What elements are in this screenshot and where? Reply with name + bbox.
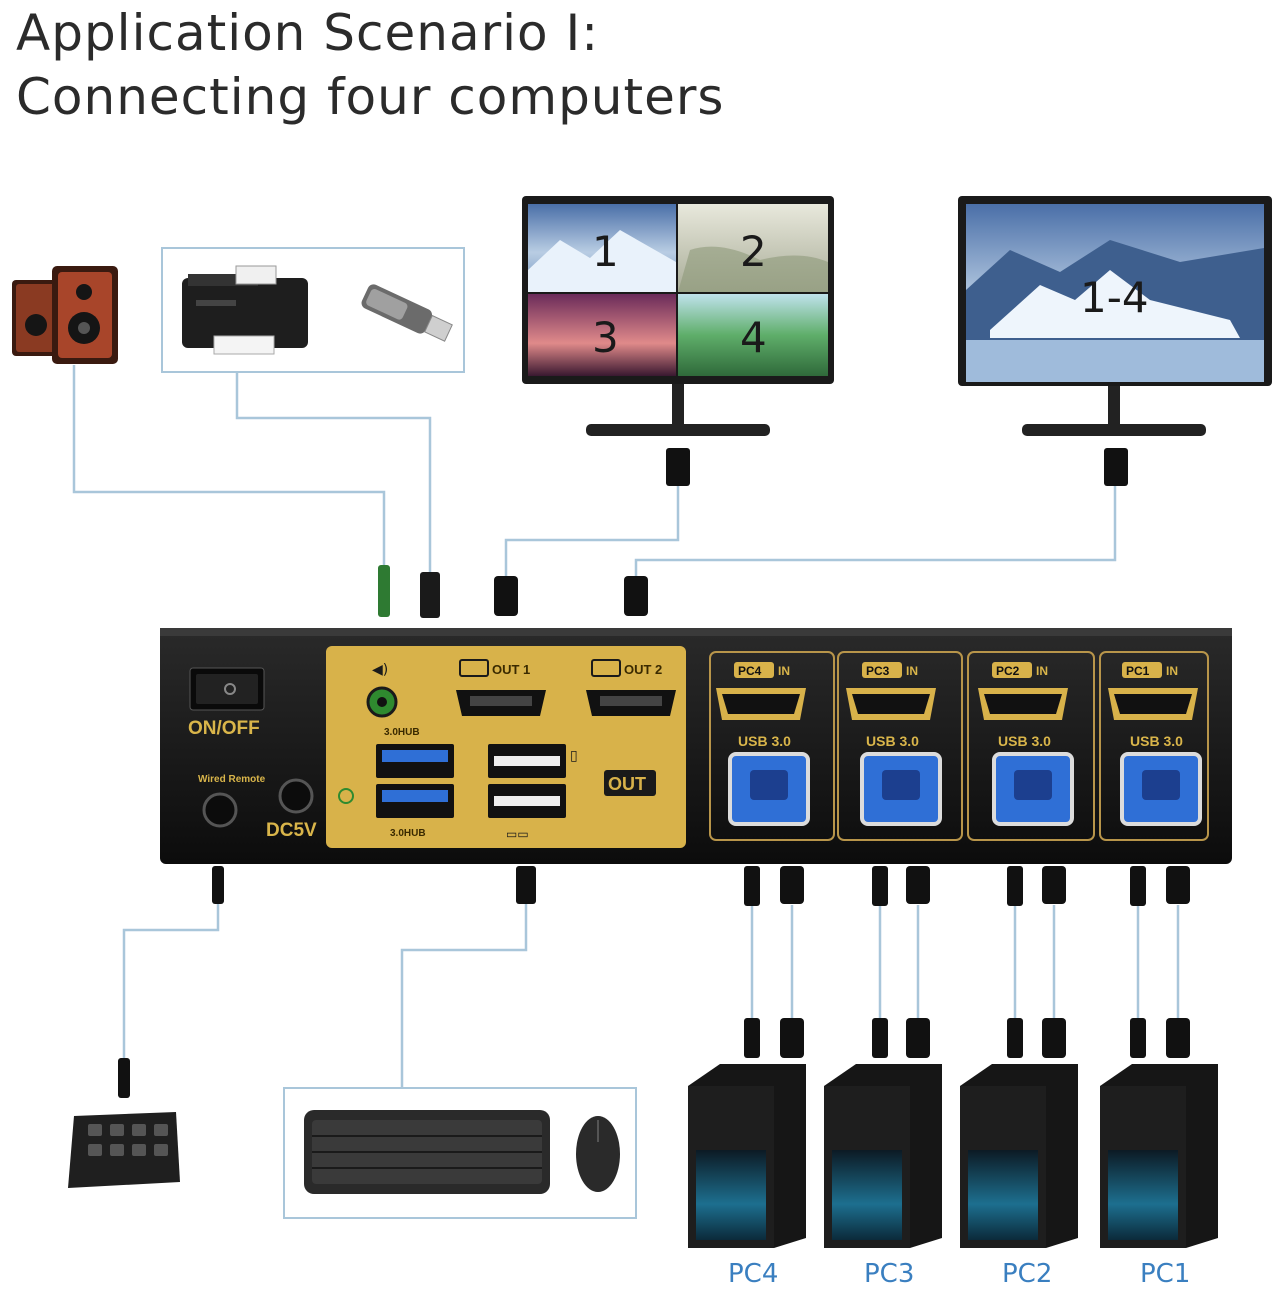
dc-power-jack — [278, 778, 314, 814]
cable-keyboard — [400, 900, 528, 1088]
keyboard-icon — [304, 1110, 550, 1194]
cables — [72, 365, 1180, 1088]
title-line-2: Connecting four computers — [16, 68, 725, 126]
quad-label-3: 3 — [592, 313, 619, 362]
speakers-icon — [12, 266, 118, 364]
mouse-symbol-icon: ▯ — [570, 748, 578, 764]
usb-flash-drive-icon — [361, 284, 453, 342]
cable-printer — [235, 372, 432, 575]
pc-input-group-pc4: PC4 IN USB 3.0 — [709, 651, 835, 841]
bottom-plugs — [212, 866, 1190, 906]
pc-tower-pc3 — [824, 1018, 942, 1248]
power-switch[interactable] — [189, 667, 265, 711]
pc1-input-in: IN — [1166, 664, 1178, 678]
pc-tower-pc1 — [1100, 1018, 1218, 1248]
audio-hub-label: 3.0HUB — [384, 727, 420, 738]
hdmi-out-2-port — [586, 659, 676, 716]
quad-label-4: 4 — [740, 313, 767, 362]
keyboard-symbol-icon: ▭▭ — [506, 827, 529, 841]
usb-a-keyboard-mouse-ports — [488, 744, 566, 818]
peripheral-box-bottom — [283, 1087, 637, 1219]
pc4-usb-label: USB 3.0 — [738, 733, 791, 749]
kvm-switch: ON/OFF Wired Remote DC5V ◀) 3.0HUB 3.0HU… — [160, 628, 1232, 864]
mouse-icon — [576, 1116, 620, 1192]
monitor-single-view: 1-4 — [958, 196, 1272, 486]
pc-label-pc3: PC3 — [864, 1259, 914, 1289]
cable-remote — [122, 900, 220, 1058]
wired-remote-icon — [68, 1058, 180, 1188]
pc-label-pc4: PC4 — [728, 1259, 778, 1289]
pc-tower-pc4 — [688, 1018, 806, 1248]
pc-label-pc2: PC2 — [1002, 1259, 1052, 1289]
wired-remote-jack — [202, 792, 238, 828]
pc3-usb-label: USB 3.0 — [866, 733, 919, 749]
power-label: ON/OFF — [188, 718, 260, 739]
quad-label-1: 1 — [592, 227, 619, 276]
usb-a-blue-ports — [376, 744, 454, 818]
usb-hub-label: 3.0HUB — [390, 828, 426, 839]
pc2-input-name: PC2 — [996, 664, 1020, 678]
cable-speaker — [72, 365, 386, 575]
cable-monitor-2 — [634, 485, 1117, 580]
pc-tower-pc2 — [960, 1018, 1078, 1248]
pc1-input-name: PC1 — [1126, 664, 1150, 678]
pc-input-group-pc2: PC2 IN USB 3.0 — [967, 651, 1095, 841]
dc-label: DC5V — [266, 820, 317, 841]
pc1-usb-label: USB 3.0 — [1130, 733, 1183, 749]
pc3-input-in: IN — [906, 664, 918, 678]
pc-input-group-pc3: PC3 IN USB 3.0 — [837, 651, 963, 841]
speaker-symbol-icon: ◀) — [372, 662, 388, 678]
out-label: OUT — [608, 774, 646, 794]
top-plugs — [378, 565, 648, 618]
quad-label-2: 2 — [740, 227, 767, 276]
peripheral-box-top — [161, 247, 465, 373]
printer-icon — [182, 265, 308, 355]
monitor-quad-view: 1 2 3 4 — [522, 196, 834, 486]
pc-label-pc1: PC1 — [1140, 1259, 1190, 1289]
cable-monitor-1 — [504, 485, 680, 580]
pc-input-group-pc1: PC1 IN USB 3.0 — [1099, 651, 1209, 841]
hdmi-out-2-label: OUT 2 — [624, 662, 662, 677]
pc3-input-name: PC3 — [866, 664, 890, 678]
pc2-input-in: IN — [1036, 664, 1048, 678]
single-view-label: 1-4 — [1080, 273, 1149, 322]
status-led-icon — [338, 788, 354, 804]
hdmi-out-1-label: OUT 1 — [492, 662, 530, 677]
pc2-usb-label: USB 3.0 — [998, 733, 1051, 749]
pc4-input-in: IN — [778, 664, 790, 678]
pc4-input-name: PC4 — [738, 664, 762, 678]
hdmi-out-1-port — [456, 659, 546, 716]
title-line-1: Application Scenario I: — [16, 4, 600, 62]
wired-remote-label: Wired Remote — [198, 774, 266, 785]
